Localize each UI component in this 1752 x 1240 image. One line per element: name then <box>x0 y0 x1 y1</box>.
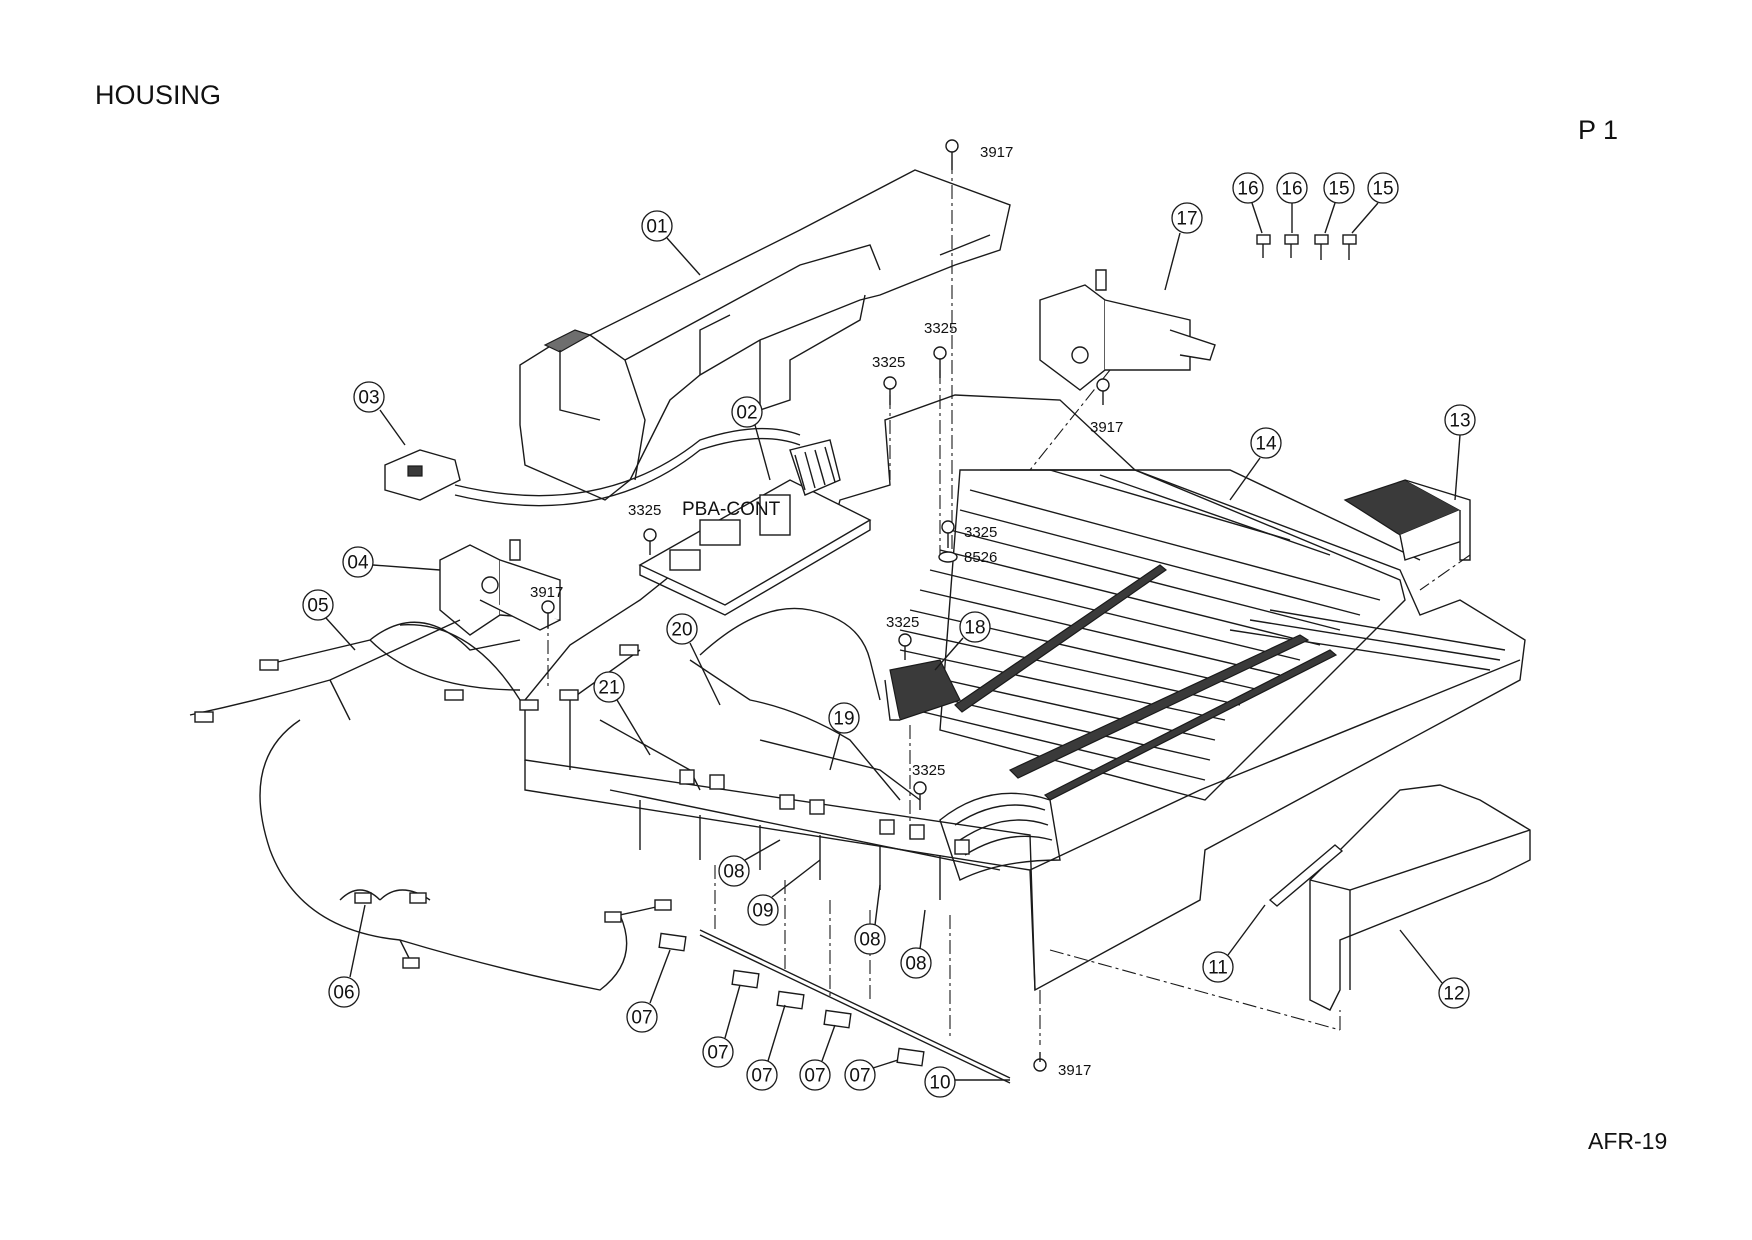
callout-18: 18 <box>934 611 991 671</box>
base-tray <box>524 394 1526 992</box>
svg-text:07: 07 <box>707 1043 728 1064</box>
callout-05: 05 <box>302 589 356 651</box>
callout-13: 13 <box>1444 404 1476 501</box>
screws-15-16 <box>1256 234 1357 260</box>
part-number-3325-a: 3325 <box>924 320 957 337</box>
top-cover <box>519 169 1011 501</box>
callout-07b: 07 <box>702 984 741 1068</box>
document-code: AFR-19 <box>1588 1128 1668 1154</box>
callout-15b: 15 <box>1351 172 1399 234</box>
callout-06: 06 <box>328 904 366 1008</box>
svg-text:02: 02 <box>736 403 757 424</box>
labels-07 <box>658 932 925 1067</box>
svg-text:01: 01 <box>646 217 667 238</box>
callout-20: 20 <box>666 613 721 706</box>
svg-text:15: 15 <box>1372 179 1393 200</box>
svg-text:09: 09 <box>752 901 773 922</box>
callout-15a: 15 <box>1323 172 1355 234</box>
svg-text:13: 13 <box>1449 411 1470 432</box>
part-number-3325-b: 3325 <box>872 354 905 371</box>
svg-text:12: 12 <box>1443 984 1464 1005</box>
svg-text:08: 08 <box>859 930 880 951</box>
callout-21: 21 <box>593 671 651 756</box>
svg-text:07: 07 <box>751 1066 772 1087</box>
callout-08c: 08 <box>900 909 932 979</box>
callout-07a: 07 <box>626 949 671 1033</box>
guide-19 <box>759 739 921 801</box>
part-number-3325-d: 3325 <box>964 524 997 541</box>
svg-text:15: 15 <box>1328 179 1349 200</box>
svg-text:06: 06 <box>333 983 354 1004</box>
part-number-3917-right: 3917 <box>1090 419 1123 436</box>
svg-text:03: 03 <box>358 388 379 409</box>
svg-text:19: 19 <box>833 709 854 730</box>
guide-18 <box>884 659 961 721</box>
part-number-3917-bottom: 3917 <box>1058 1062 1091 1079</box>
part-number-8526: 8526 <box>964 549 997 566</box>
callout-08a: 08 <box>718 839 781 887</box>
callout-10: 10 <box>924 1066 1010 1098</box>
strip-10 <box>699 929 1011 1079</box>
callout-07d: 07 <box>799 1024 836 1091</box>
part-number-3325-f: 3325 <box>912 762 945 779</box>
part-number-3325-c: 3325 <box>628 502 661 519</box>
svg-text:10: 10 <box>929 1073 950 1094</box>
callout-11: 11 <box>1202 904 1266 983</box>
svg-text:20: 20 <box>671 620 692 641</box>
svg-text:16: 16 <box>1237 179 1258 200</box>
svg-text:18: 18 <box>964 618 985 639</box>
side-cover-12 <box>1309 784 1531 1011</box>
callout-08b: 08 <box>854 884 886 955</box>
callout-12: 12 <box>1399 929 1470 1009</box>
svg-text:07: 07 <box>849 1066 870 1087</box>
svg-text:08: 08 <box>723 862 744 883</box>
roller-shaft-11 <box>1268 844 1344 907</box>
svg-text:16: 16 <box>1281 179 1302 200</box>
callout-16a: 16 <box>1232 172 1264 234</box>
callout-17: 17 <box>1164 202 1203 291</box>
svg-text:11: 11 <box>1208 958 1228 979</box>
tray-front-tabs <box>679 769 970 855</box>
callout-03: 03 <box>353 381 406 446</box>
part-number-3917-left: 3917 <box>530 584 563 601</box>
callout-16b: 16 <box>1276 172 1308 233</box>
page-number: P 1 <box>1578 115 1619 145</box>
wire-harness-06 <box>259 719 672 991</box>
svg-text:07: 07 <box>804 1066 825 1087</box>
wire-harness-05 <box>189 619 639 723</box>
solenoid-bracket-right <box>1039 269 1216 391</box>
cable-20 <box>689 659 901 801</box>
svg-text:14: 14 <box>1255 434 1277 455</box>
svg-text:21: 21 <box>598 678 619 699</box>
pba-cont-board <box>638 439 872 616</box>
callout-19: 19 <box>828 702 860 771</box>
svg-text:04: 04 <box>347 553 369 574</box>
cover-plate-13 <box>1343 479 1471 561</box>
page-title: HOUSING <box>95 80 222 110</box>
part-number-3325-e: 3325 <box>886 614 919 631</box>
board-label: PBA-CONT <box>682 499 781 520</box>
cable-20-branch <box>699 607 881 701</box>
callout-02: 02 <box>731 396 771 481</box>
screw-icons <box>541 139 1110 1072</box>
part-number-3917-top: 3917 <box>980 144 1013 161</box>
callout-09: 09 <box>747 859 821 926</box>
sensor-unit <box>384 427 801 507</box>
svg-text:05: 05 <box>307 596 328 617</box>
callout-07c: 07 <box>746 1004 786 1091</box>
callout-04: 04 <box>342 546 441 578</box>
svg-text:17: 17 <box>1176 209 1197 230</box>
paper-guide-ribs <box>899 469 1506 801</box>
callout-01: 01 <box>641 210 701 276</box>
svg-text:07: 07 <box>631 1008 652 1029</box>
callout-07e: 07 <box>844 1059 899 1091</box>
callout-14: 14 <box>1229 427 1282 501</box>
svg-text:08: 08 <box>905 954 926 975</box>
